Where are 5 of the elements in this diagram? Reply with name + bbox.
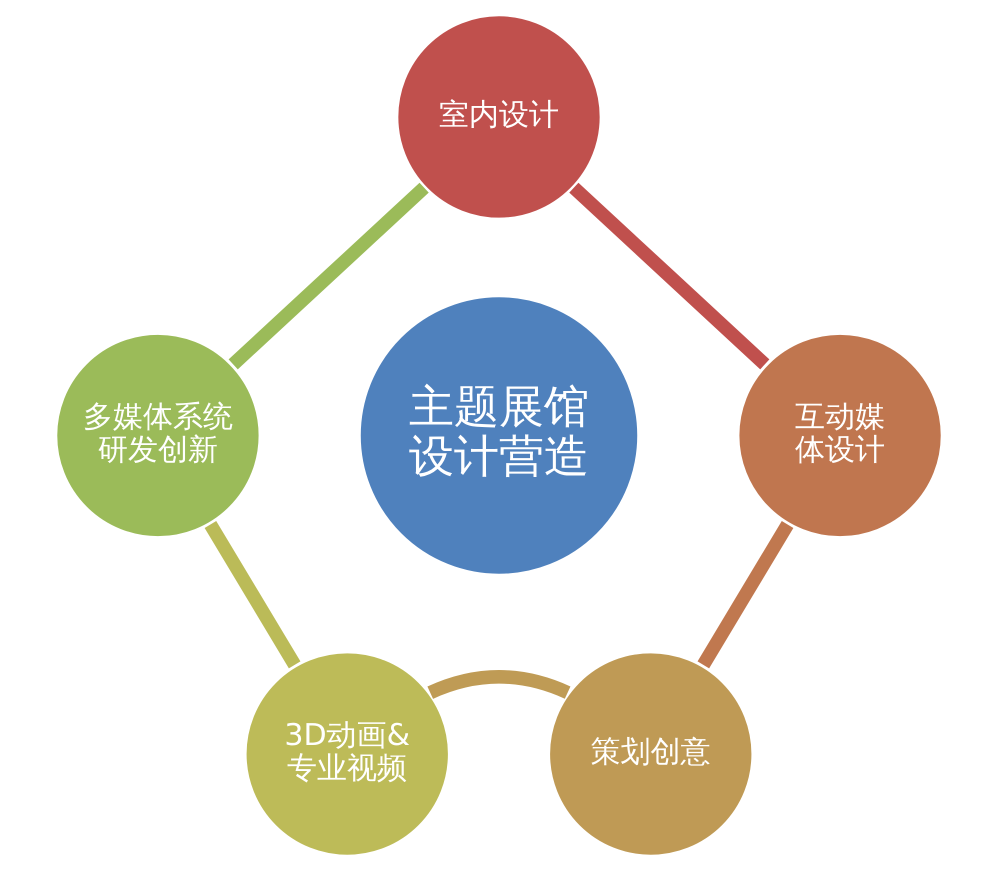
connector xyxy=(698,521,794,668)
connector xyxy=(228,182,429,370)
connector xyxy=(204,521,300,668)
connector xyxy=(428,670,570,699)
connector xyxy=(569,182,770,370)
